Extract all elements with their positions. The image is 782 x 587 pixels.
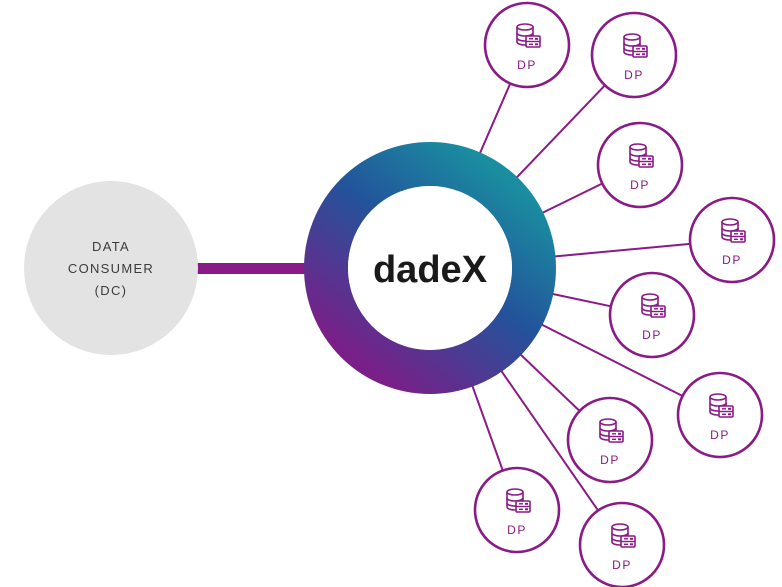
hub-center <box>348 186 512 350</box>
data-provider-label: DP <box>722 253 742 267</box>
consumer-connector <box>188 263 313 274</box>
data-provider-label: DP <box>507 523 527 537</box>
provider-connector <box>477 83 512 157</box>
provider-connector <box>551 242 691 258</box>
provider-connector <box>517 351 581 412</box>
data-provider-label: DP <box>517 58 537 72</box>
data-provider-node: DP <box>590 11 678 99</box>
data-provider-node: DP <box>608 271 696 359</box>
provider-connector <box>549 292 612 308</box>
data-provider-node: DP <box>596 121 684 209</box>
provider-connector <box>470 382 504 471</box>
consumer-label-line-2: CONSUMER <box>68 261 154 276</box>
hub-ring <box>304 142 556 394</box>
consumer-label-line-3: (DC) <box>95 283 128 298</box>
consumer-label-line-1: DATA <box>92 239 130 254</box>
data-provider-node: DP <box>676 371 764 459</box>
data-provider-node: DP <box>473 466 561 554</box>
data-consumer-circle <box>24 181 198 355</box>
hub-label: dadeX <box>373 249 488 291</box>
data-provider-node: DP <box>566 396 654 484</box>
data-provider-node: DP <box>688 196 776 284</box>
data-provider-label: DP <box>642 328 662 342</box>
dadex-hub: dadeX <box>304 142 556 394</box>
provider-connectors <box>470 83 691 512</box>
data-provider-node: DP <box>578 501 666 587</box>
data-provider-node: DP <box>483 1 571 89</box>
data-provider-label: DP <box>624 68 644 82</box>
provider-connector <box>539 182 603 216</box>
data-provider-nodes: DP DP DP DP DP DP DP DP DP <box>473 1 776 587</box>
data-provider-label: DP <box>612 558 632 572</box>
data-provider-label: DP <box>630 178 650 192</box>
provider-connector <box>513 84 606 181</box>
data-provider-label: DP <box>600 453 620 467</box>
data-consumer-node: DATA CONSUMER (DC) <box>24 181 198 355</box>
data-provider-label: DP <box>710 428 730 442</box>
provider-connector <box>498 367 599 512</box>
provider-connector <box>538 322 683 397</box>
